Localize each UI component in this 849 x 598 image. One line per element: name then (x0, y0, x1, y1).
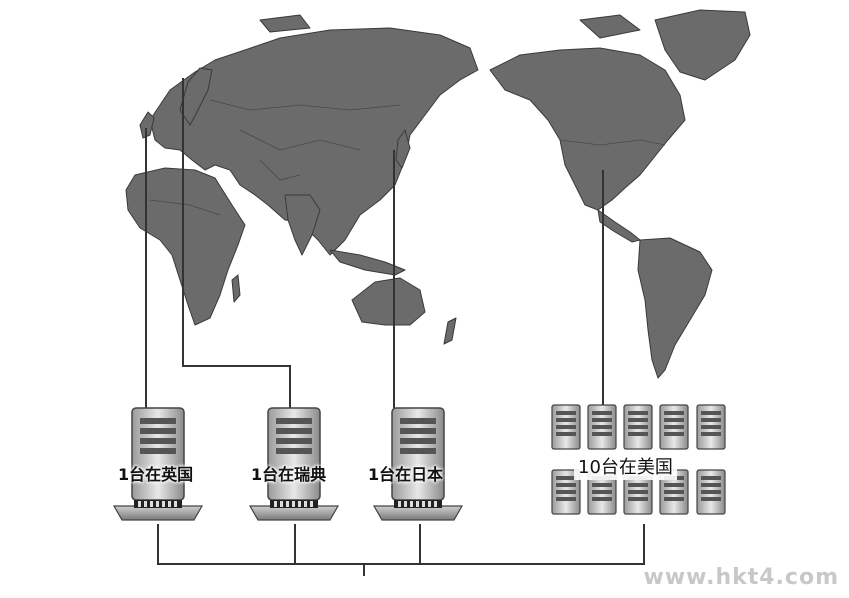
line-sweden (182, 78, 291, 408)
landmass-britain (139, 111, 155, 139)
landmass-japan (395, 129, 411, 169)
landmass-newzealand (443, 317, 457, 345)
watermark: www.hkt4.com (643, 565, 839, 590)
landmass-india (284, 194, 321, 256)
server-uk-label: 1台在英国 (118, 465, 194, 484)
landmass-greenland (654, 9, 751, 81)
server-usa-label: 10台在美国 (574, 452, 677, 480)
landmass-north-america (489, 47, 686, 211)
landmass-scandinavia (179, 67, 213, 126)
landmass-arctic-islands (579, 14, 641, 39)
world-map (125, 9, 751, 379)
line-bus (157, 524, 645, 565)
landmass-arctic-islands-2 (259, 14, 311, 33)
map-borders (149, 99, 666, 216)
landmass-south-america (637, 237, 713, 379)
landmass-central-america (597, 209, 641, 243)
server-japan-label: 1台在日本 (368, 465, 444, 484)
landmass-africa (125, 167, 246, 326)
connection-lines (145, 78, 645, 576)
server-sweden-label: 1台在瑞典 (251, 465, 327, 484)
landmass-indonesia (329, 249, 406, 276)
landmass-australia (351, 277, 426, 326)
landmass-madagascar (231, 274, 241, 303)
